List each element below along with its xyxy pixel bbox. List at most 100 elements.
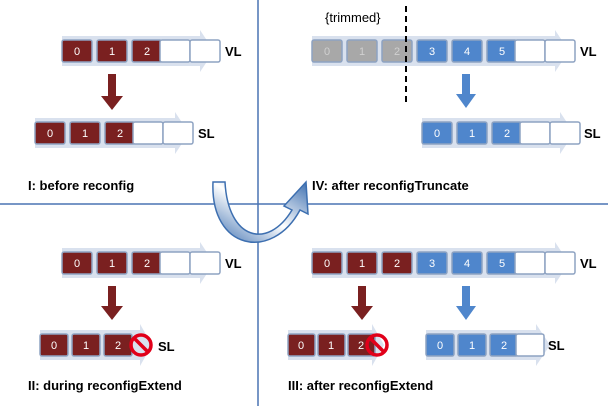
log-cell <box>421 121 453 145</box>
cell-label: 5 <box>499 46 505 58</box>
log-cell <box>381 251 413 275</box>
log-cell <box>71 333 101 357</box>
quadrant-caption: I: before reconfig <box>28 178 134 193</box>
quadrant-caption: III: after reconfigExtend <box>288 378 433 393</box>
log-cell <box>346 39 378 63</box>
no-entry-icon <box>365 333 389 357</box>
empty-cell <box>515 333 545 357</box>
log-cell <box>425 333 455 357</box>
q1-vl-log: 0 1 2 VL <box>61 30 242 72</box>
empty-cell <box>544 251 576 275</box>
quadrant-caption: IV: after reconfigTruncate <box>312 178 469 193</box>
curved-transition-arrow-icon <box>212 180 309 243</box>
sl-tag: SL <box>584 126 601 141</box>
cell-label: 4 <box>464 46 470 58</box>
cell-label: 1 <box>359 46 365 58</box>
cell-label: 0 <box>437 340 443 352</box>
down-arrow-icon <box>101 74 123 110</box>
log-cell <box>451 39 483 63</box>
q3-new-sl-log: 0 1 2 SL <box>425 324 565 366</box>
log-cell <box>61 39 93 63</box>
log-cell <box>456 121 488 145</box>
log-cell <box>416 251 448 275</box>
empty-cell <box>159 39 191 63</box>
cell-label: 5 <box>499 258 505 270</box>
cell-label: 0 <box>298 340 304 352</box>
q3-old-sl-log: 0 1 2 <box>287 324 389 366</box>
cell-label: 2 <box>501 340 507 352</box>
empty-cell <box>549 121 581 145</box>
log-cell <box>451 251 483 275</box>
cell-label: 2 <box>144 258 150 270</box>
log-cell <box>346 251 378 275</box>
quadrant-caption: II: during reconfigExtend <box>28 378 182 393</box>
cell-label: 0 <box>324 46 330 58</box>
log-cell <box>287 333 316 357</box>
cell-label: 1 <box>469 128 475 140</box>
quadrant-1: 0 1 2 VL 0 1 2 SL I: before reconfig <box>28 30 242 193</box>
vl-tag: VL <box>225 256 242 271</box>
log-cell <box>311 39 343 63</box>
sl-tag: SL <box>548 338 565 353</box>
quadrant-3: 0 1 2 3 4 5 VL 0 1 <box>287 242 597 393</box>
log-cell <box>39 333 69 357</box>
quadrant-4: {trimmed} 0 1 2 3 4 5 VL 0 <box>311 6 601 193</box>
cell-label: 3 <box>429 46 435 58</box>
cell-label: 1 <box>359 258 365 270</box>
empty-cell <box>159 251 191 275</box>
cell-label: 0 <box>324 258 330 270</box>
log-cell <box>96 251 128 275</box>
down-arrow-icon <box>456 74 476 108</box>
cell-label: 1 <box>469 340 475 352</box>
log-cell <box>61 251 93 275</box>
cell-label: 2 <box>394 258 400 270</box>
cell-label: 2 <box>394 46 400 58</box>
empty-cell <box>544 39 576 63</box>
down-arrow-icon <box>351 286 373 320</box>
down-arrow-icon <box>101 286 123 320</box>
empty-cell <box>162 121 194 145</box>
quadrant-2: 0 1 2 VL 0 1 2 SL II: du <box>28 242 242 393</box>
q1-sl-log: 0 1 2 SL <box>34 112 215 154</box>
cell-label: 1 <box>82 128 88 140</box>
cell-label: 1 <box>109 46 115 58</box>
sl-tag: SL <box>158 339 175 354</box>
cell-label: 2 <box>504 128 510 140</box>
empty-cell <box>189 251 221 275</box>
log-cell <box>416 39 448 63</box>
empty-cell <box>519 121 551 145</box>
q3-vl-log: 0 1 2 3 4 5 VL <box>311 242 597 284</box>
log-cell <box>69 121 101 145</box>
sl-tag: SL <box>198 126 215 141</box>
empty-cell <box>132 121 164 145</box>
vl-tag: VL <box>580 44 597 59</box>
log-cell <box>96 39 128 63</box>
down-arrow-icon <box>456 286 476 320</box>
vl-tag: VL <box>580 256 597 271</box>
cell-label: 1 <box>83 340 89 352</box>
trimmed-label: {trimmed} <box>325 10 381 25</box>
cell-label: 2 <box>115 340 121 352</box>
cell-label: 1 <box>109 258 115 270</box>
cell-label: 0 <box>434 128 440 140</box>
log-cell <box>457 333 487 357</box>
cell-label: 0 <box>74 46 80 58</box>
cell-label: 3 <box>429 258 435 270</box>
vl-tag: VL <box>225 44 242 59</box>
cell-label: 0 <box>47 128 53 140</box>
log-cell <box>311 251 343 275</box>
cell-label: 2 <box>144 46 150 58</box>
cell-label: 2 <box>117 128 123 140</box>
q4-vl-log: 0 1 2 3 4 5 VL <box>311 30 597 72</box>
empty-cell <box>514 251 546 275</box>
q2-vl-log: 0 1 2 VL <box>61 242 242 284</box>
q2-sl-log: 0 1 2 SL <box>39 324 175 366</box>
no-entry-icon <box>129 333 153 357</box>
empty-cell <box>189 39 221 63</box>
cell-label: 2 <box>358 340 364 352</box>
q4-sl-log: 0 1 2 SL <box>421 112 601 154</box>
log-cell <box>317 333 346 357</box>
log-cell <box>34 121 66 145</box>
empty-cell <box>514 39 546 63</box>
